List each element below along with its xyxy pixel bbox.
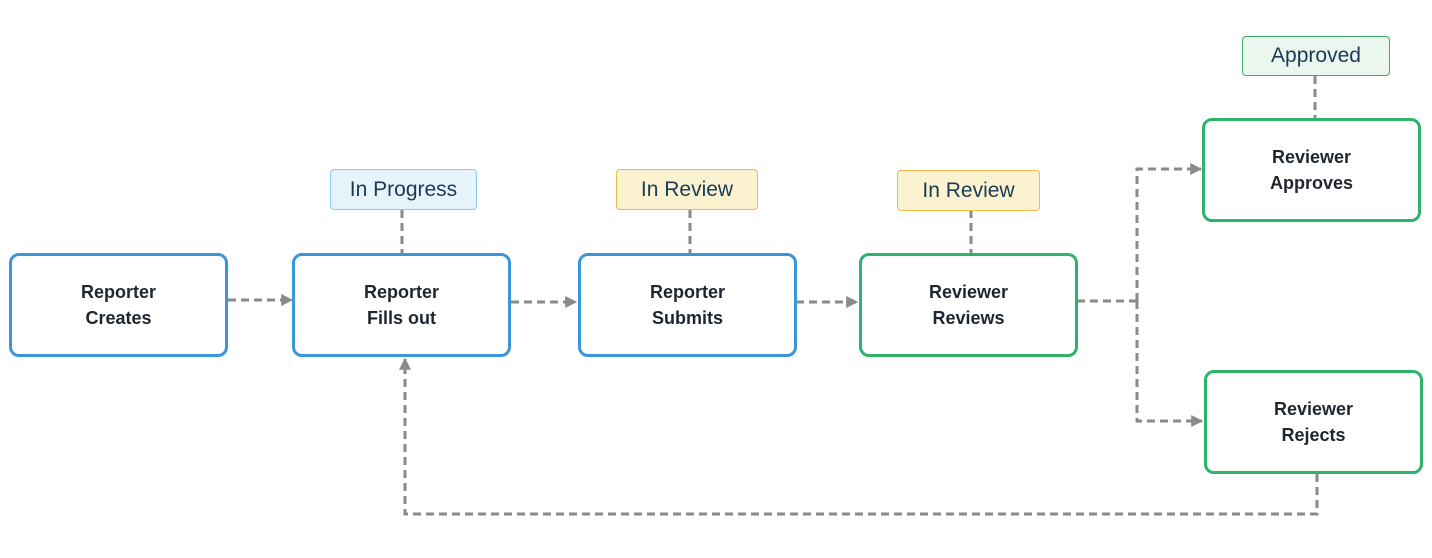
connector-branch-to-approves bbox=[1135, 163, 1203, 301]
status-badge-label: In Review bbox=[922, 178, 1015, 202]
node-reviewer-approves[interactable]: Reviewer Approves bbox=[1202, 118, 1421, 222]
node-line1: Reviewer bbox=[1273, 399, 1354, 419]
node-line2: Submits bbox=[651, 308, 723, 328]
node-line1: Reviewer bbox=[1271, 147, 1352, 167]
node-reporter-creates[interactable]: Reporter Creates bbox=[9, 253, 228, 357]
connector-branch-to-rejects bbox=[1135, 301, 1204, 427]
connector-rejects-to-fills-loop bbox=[399, 357, 1319, 516]
node-reporter-submits[interactable]: Reporter Submits bbox=[578, 253, 797, 357]
node-reviewer-rejects[interactable]: Reviewer Rejects bbox=[1204, 370, 1423, 474]
node-line1: Reporter bbox=[363, 282, 439, 302]
node-line2: Reviews bbox=[932, 308, 1005, 328]
status-badge-approved: Approved bbox=[1242, 36, 1390, 76]
status-badge-in-progress: In Progress bbox=[330, 169, 477, 210]
node-reporter-fills-out[interactable]: Reporter Fills out bbox=[292, 253, 511, 357]
node-line1: Reporter bbox=[649, 282, 725, 302]
status-badge-label: Approved bbox=[1271, 44, 1361, 67]
node-line1: Reviewer bbox=[928, 282, 1009, 302]
node-line1: Reporter bbox=[80, 282, 156, 302]
node-reviewer-reviews[interactable]: Reviewer Reviews bbox=[859, 253, 1078, 357]
node-line2: Creates bbox=[85, 308, 152, 328]
status-badge-label: In Review bbox=[640, 177, 734, 201]
status-badge-in-review-reviews: In Review bbox=[897, 170, 1040, 211]
node-line2: Rejects bbox=[1281, 425, 1346, 445]
status-badge-label: In Progress bbox=[349, 177, 458, 201]
status-badge-in-review-submits: In Review bbox=[616, 169, 758, 210]
node-line2: Fills out bbox=[367, 308, 436, 328]
node-line2: Approves bbox=[1269, 173, 1354, 193]
